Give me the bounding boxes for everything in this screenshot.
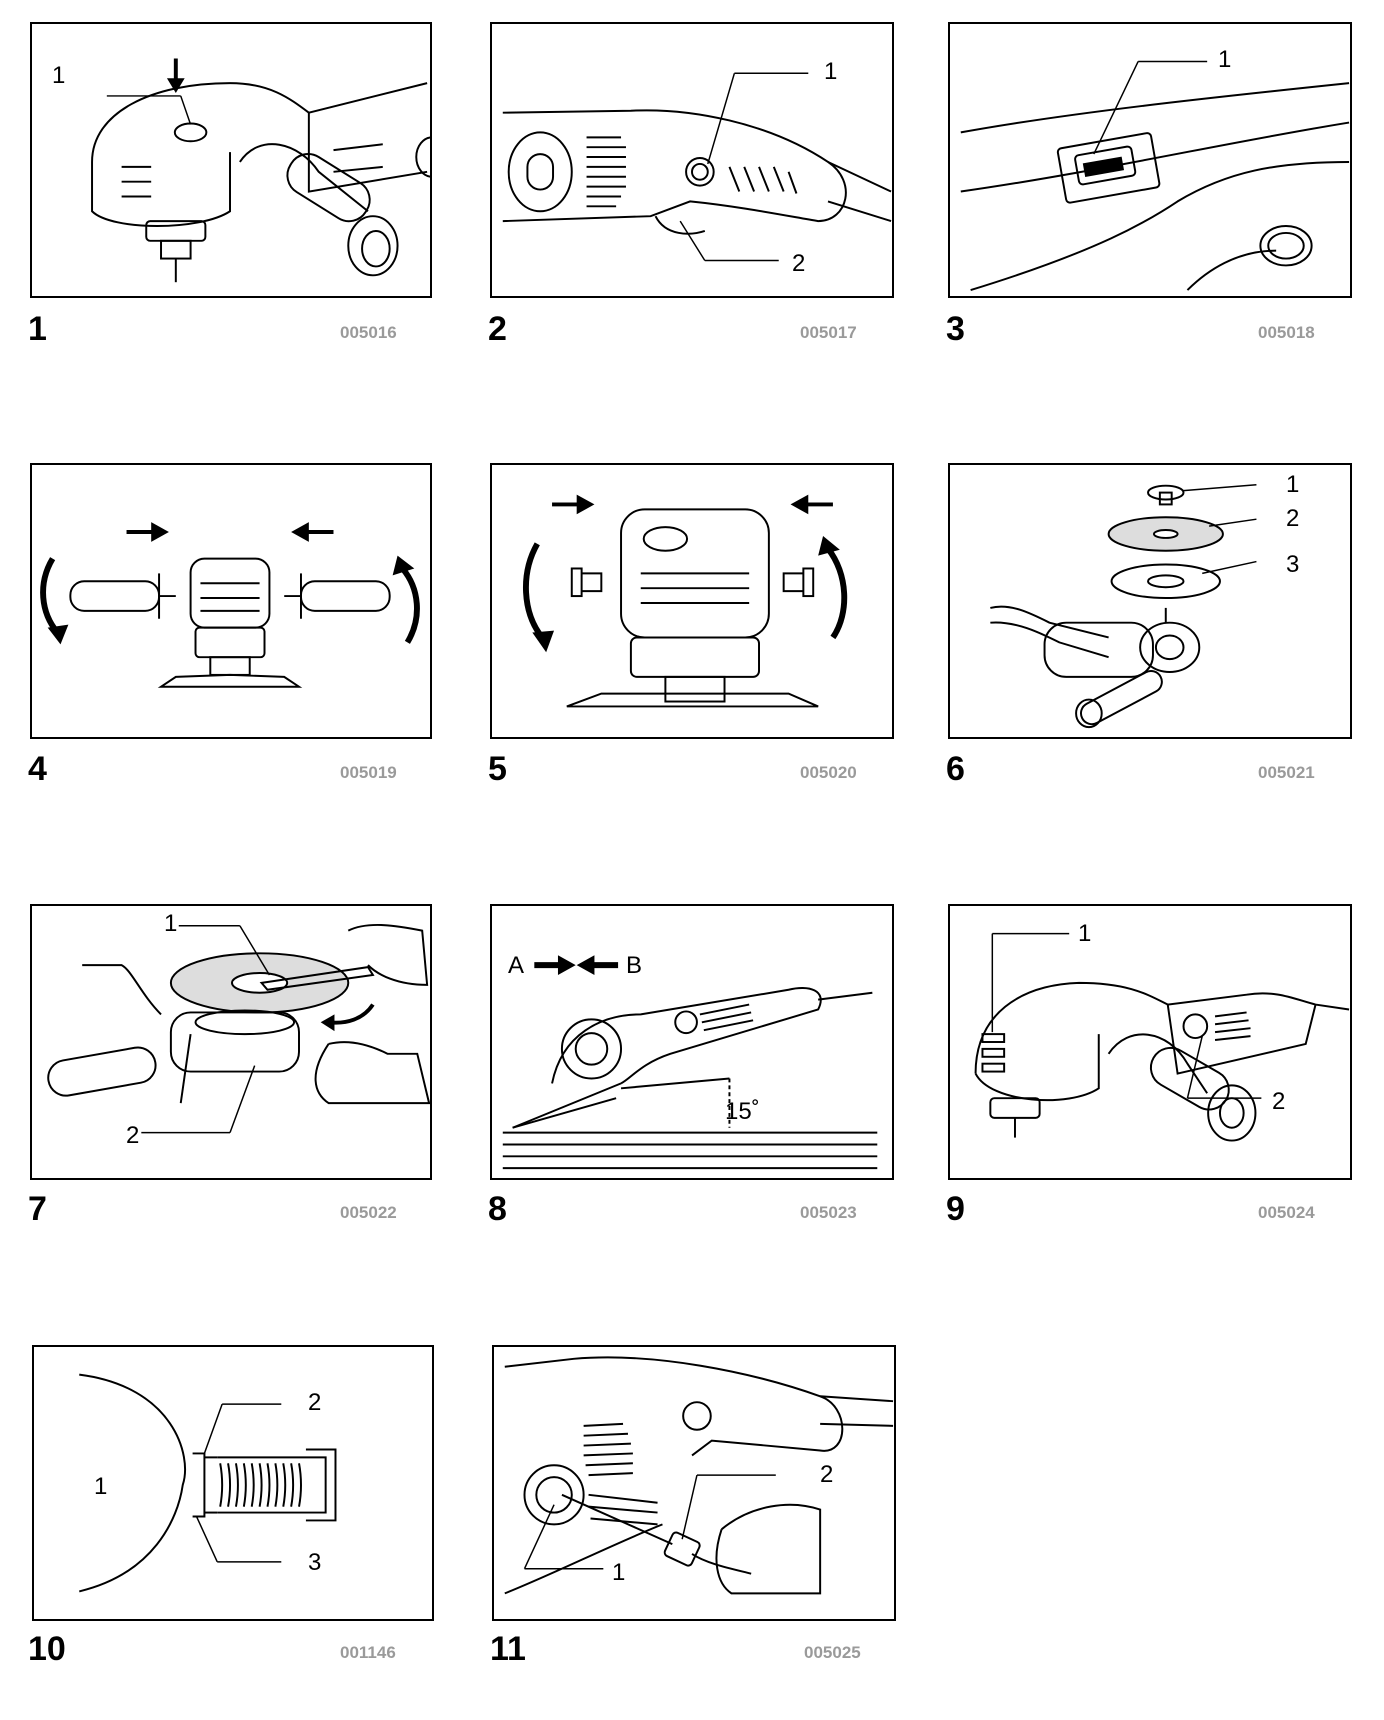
figure-number: 3 [946, 310, 965, 348]
figure-code: 005025 [804, 1643, 861, 1662]
figure-code: 001146 [340, 1643, 396, 1662]
figure-number: 1 [28, 310, 47, 348]
figure-code: 005017 [800, 323, 857, 342]
callout-1: 1 [1286, 471, 1300, 498]
figure-code: 005022 [340, 1203, 397, 1222]
callout-1: 1 [1218, 46, 1232, 73]
callout-1: 1 [1078, 920, 1092, 947]
figure-11-panel: 1 2 [492, 1345, 896, 1621]
figure-code: 005023 [800, 1203, 857, 1222]
grinder-top-view-illustration [91, 58, 430, 283]
figure-7-panel: 1 2 [30, 904, 432, 1180]
side-handle-install-illustration [40, 522, 420, 688]
direction-label-b: B [626, 952, 643, 979]
callout-1: 1 [52, 62, 66, 89]
callout-1: 1 [164, 910, 178, 937]
figure-number: 2 [488, 310, 507, 348]
figure-number: 4 [28, 750, 47, 788]
figure-code: 005020 [800, 763, 857, 782]
callout-1: 1 [94, 1473, 108, 1500]
carbon-brush-illustration [79, 1373, 337, 1593]
figure-8-panel: A B 15˚ [490, 904, 894, 1180]
callout-2: 2 [1286, 505, 1300, 532]
figure-code: 005016 [340, 323, 397, 342]
lock-nut-wrench-illustration [47, 923, 430, 1134]
brush-cap-screwdriver-illustration [504, 1356, 894, 1595]
callout-1: 1 [824, 58, 838, 85]
figure-code: 005024 [1258, 1203, 1315, 1222]
figure-number: 10 [28, 1630, 66, 1668]
figure-2-panel: 1 2 [490, 22, 894, 298]
callout-2: 2 [1272, 1088, 1286, 1115]
callout-3: 3 [1286, 551, 1300, 578]
grinding-angle-illustration [502, 955, 878, 1170]
callout-2: 2 [792, 250, 806, 277]
figure-number: 6 [946, 750, 965, 788]
switch-lock-illustration [502, 72, 892, 262]
speed-dial-illustration [960, 60, 1350, 292]
bolt-install-illustration [522, 494, 848, 708]
figure-number: 5 [488, 750, 507, 788]
figure-1-panel: 1 [30, 22, 432, 298]
callout-2: 2 [308, 1389, 322, 1416]
figure-number: 7 [28, 1190, 47, 1228]
figure-code: 005019 [340, 763, 397, 782]
callout-3: 3 [308, 1549, 322, 1576]
direction-label-a: A [508, 952, 525, 979]
disc-assembly-illustration [990, 483, 1257, 729]
figure-code: 005018 [1258, 323, 1315, 342]
figure-number: 9 [946, 1190, 965, 1228]
figure-5-panel [490, 463, 894, 739]
figure-10-panel: 1 2 3 [32, 1345, 434, 1621]
figure-number: 8 [488, 1190, 507, 1228]
figure-code: 005021 [1258, 763, 1315, 782]
figure-4-panel [30, 463, 432, 739]
figure-3-panel: 1 [948, 22, 1352, 298]
figure-number: 11 [490, 1630, 526, 1668]
callout-2: 2 [126, 1122, 140, 1149]
callout-2: 2 [820, 1461, 834, 1488]
figure-6-panel: 1 2 3 [948, 463, 1352, 739]
air-vents-illustration [974, 932, 1350, 1142]
angle-label: 15˚ [725, 1098, 760, 1125]
callout-1: 1 [612, 1559, 626, 1586]
figure-9-panel: 1 2 [948, 904, 1352, 1180]
